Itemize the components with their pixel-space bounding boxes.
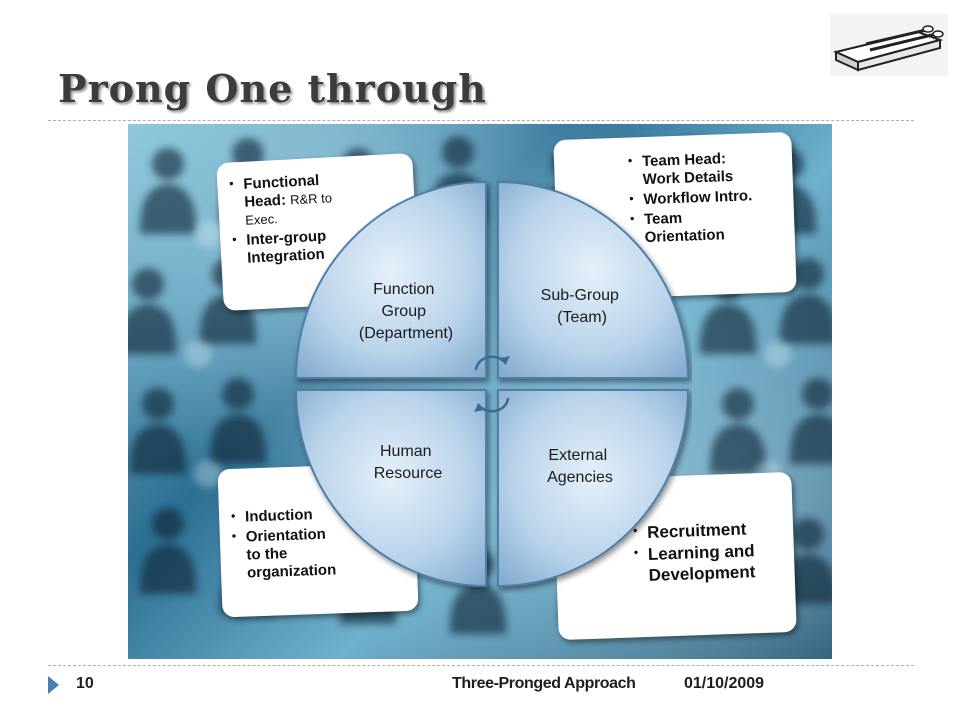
svg-text:Human Resource: Human Resource — [374, 443, 443, 482]
quadrant-label: Sub-Group — [541, 287, 619, 304]
quadrant-label: External — [548, 447, 607, 464]
page-number: 10 — [76, 675, 94, 692]
quadrant-human-resource — [294, 389, 487, 588]
svg-text:Function Group (De: Function Group (Department) — [359, 281, 453, 342]
quadrant-function-group — [294, 180, 487, 379]
cycle-arrows-icon — [474, 355, 510, 413]
footer-date: 01/10/2009 — [684, 675, 765, 692]
svg-text:External Agencies: External Agencies — [547, 447, 613, 486]
title-divider — [48, 120, 914, 121]
quadrant-label: Human — [380, 443, 432, 460]
diagram-picture: Functional Head: R&R to Exec. Inter-grou… — [128, 124, 832, 659]
quadrant-label: Resource — [374, 465, 443, 482]
quadrant-label: (Team) — [557, 309, 607, 326]
quadrant-wheel: Function Group (Department) Sub-Group (T… — [294, 180, 690, 588]
triangle-bullet-icon — [48, 676, 59, 694]
quadrant-label: Agencies — [547, 469, 613, 486]
quadrant-external-agencies — [497, 389, 690, 588]
logo-icon — [830, 14, 948, 76]
footer-title: Three-Pronged Approach — [452, 675, 636, 692]
quadrant-label: Group — [382, 303, 427, 320]
footer-divider — [48, 665, 914, 666]
quadrant-label: Function — [373, 281, 434, 298]
svg-text:Sub-Group (Team): Sub-Group (Team) — [541, 287, 624, 326]
quadrant-sub-group — [497, 180, 690, 379]
quadrant-label: (Department) — [359, 325, 453, 342]
slide-title: Prong One through — [58, 66, 487, 111]
